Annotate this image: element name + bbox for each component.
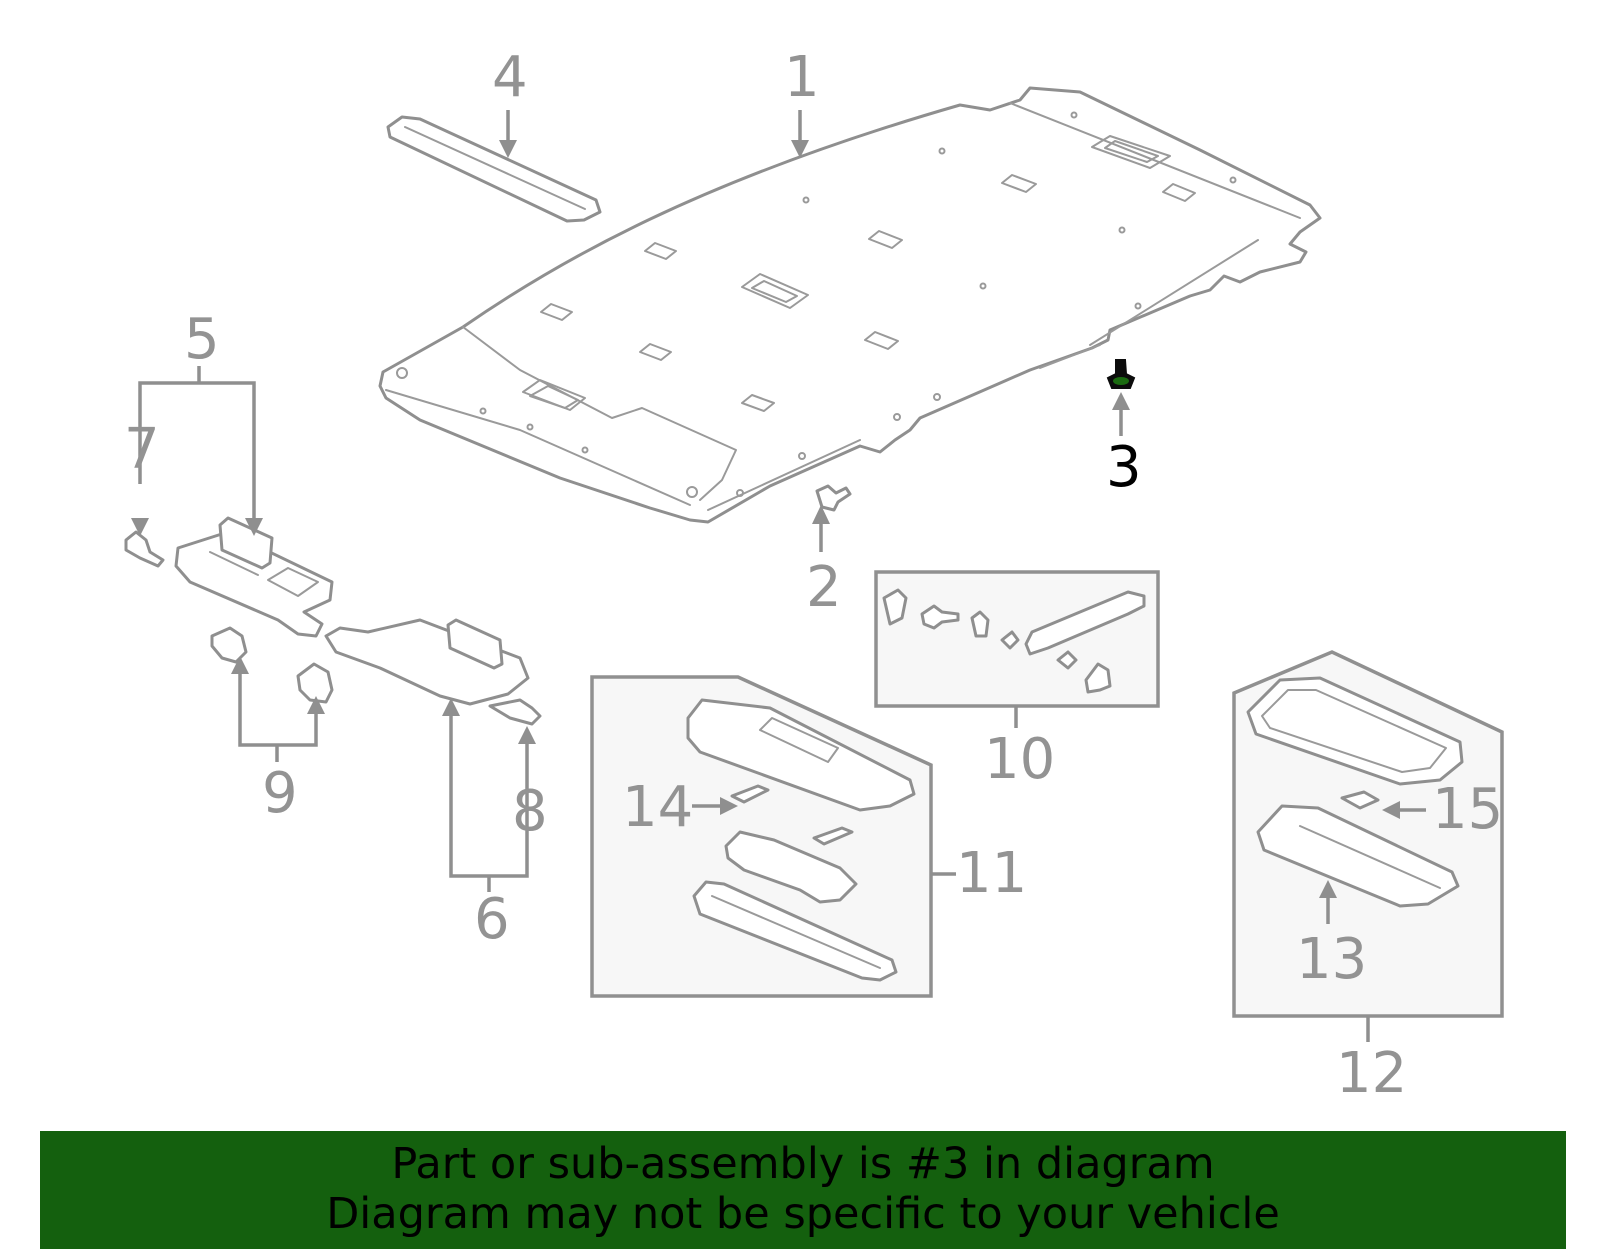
callout-14: 14 bbox=[622, 775, 693, 840]
visor-holder-part-a bbox=[210, 626, 248, 664]
sunvisor-hardware-parts bbox=[882, 588, 1146, 694]
callout-1: 1 bbox=[784, 45, 820, 110]
dome-lamp-parts bbox=[1246, 676, 1464, 908]
callout-2: 2 bbox=[806, 555, 842, 620]
callout-7: 7 bbox=[124, 417, 160, 482]
visor-holder-part-b bbox=[296, 662, 334, 704]
callout-15: 15 bbox=[1432, 777, 1503, 842]
right-visor-clip-part bbox=[488, 698, 542, 726]
callout-8: 8 bbox=[512, 779, 548, 844]
callout-11: 11 bbox=[956, 841, 1027, 906]
info-banner: Part or sub-assembly is #3 in diagram Di… bbox=[40, 1131, 1566, 1249]
roof-strip-part bbox=[386, 115, 602, 223]
callout-5: 5 bbox=[184, 307, 220, 372]
callout-4: 4 bbox=[492, 45, 528, 110]
callout-13: 13 bbox=[1296, 927, 1367, 992]
map-lamp-parts bbox=[686, 698, 916, 982]
callout-3: 3 bbox=[1106, 435, 1142, 500]
left-visor-clip-part bbox=[124, 530, 165, 568]
right-sunvisor-part bbox=[324, 618, 530, 706]
banner-line-1: Part or sub-assembly is #3 in diagram bbox=[391, 1139, 1215, 1189]
headliner-part bbox=[378, 86, 1322, 524]
callout-6: 6 bbox=[474, 887, 510, 952]
callout-10: 10 bbox=[984, 727, 1055, 792]
banner-line-2: Diagram may not be specific to your vehi… bbox=[326, 1189, 1280, 1239]
callout-9: 9 bbox=[262, 761, 298, 826]
callout-12: 12 bbox=[1336, 1041, 1407, 1106]
retainer-clip-part bbox=[815, 484, 852, 512]
highlighted-clip-part-3 bbox=[1106, 359, 1136, 389]
leader-lines bbox=[131, 110, 1426, 1042]
left-sunvisor-part bbox=[174, 516, 334, 638]
